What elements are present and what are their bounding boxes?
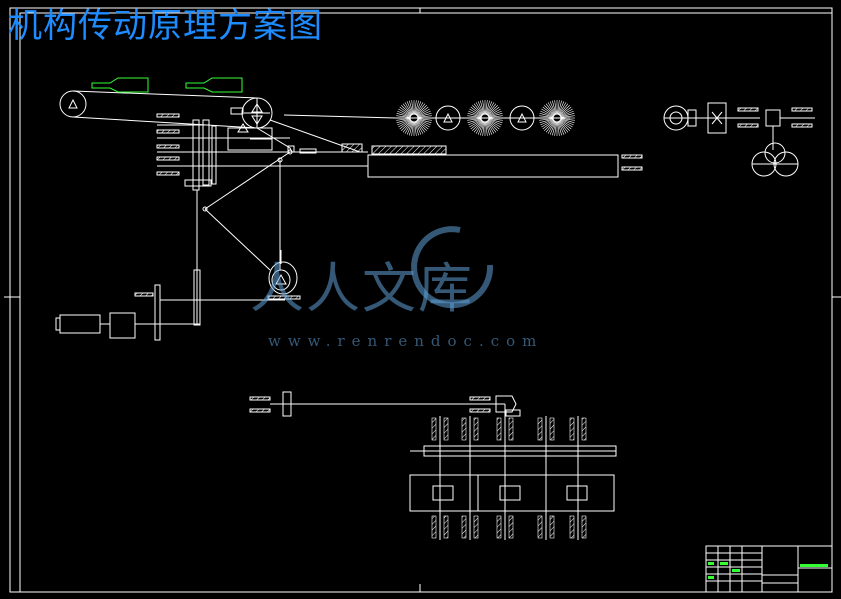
motor-and-gearbox bbox=[55, 284, 285, 341]
bottle-outline bbox=[91, 77, 243, 93]
sheet-border bbox=[4, 7, 841, 593]
watermark-url: www.renrendoc.com bbox=[268, 332, 544, 350]
linkage-arms bbox=[193, 149, 293, 326]
renrendoc-logo-icon bbox=[411, 226, 494, 309]
title-block-highlights bbox=[708, 562, 828, 579]
main-mechanism bbox=[156, 107, 397, 191]
cam-mechanism bbox=[267, 250, 301, 300]
brush-bristles bbox=[396, 100, 575, 136]
lower-brush-assembly bbox=[249, 391, 617, 512]
title-block bbox=[705, 545, 833, 593]
drawing-title: 机构传动原理方案图 bbox=[8, 6, 323, 46]
lower-shafts bbox=[431, 416, 587, 540]
watermark-text: 人人文库 bbox=[250, 257, 474, 320]
conveyor-belt bbox=[59, 90, 273, 129]
side-view-drive bbox=[663, 102, 815, 177]
